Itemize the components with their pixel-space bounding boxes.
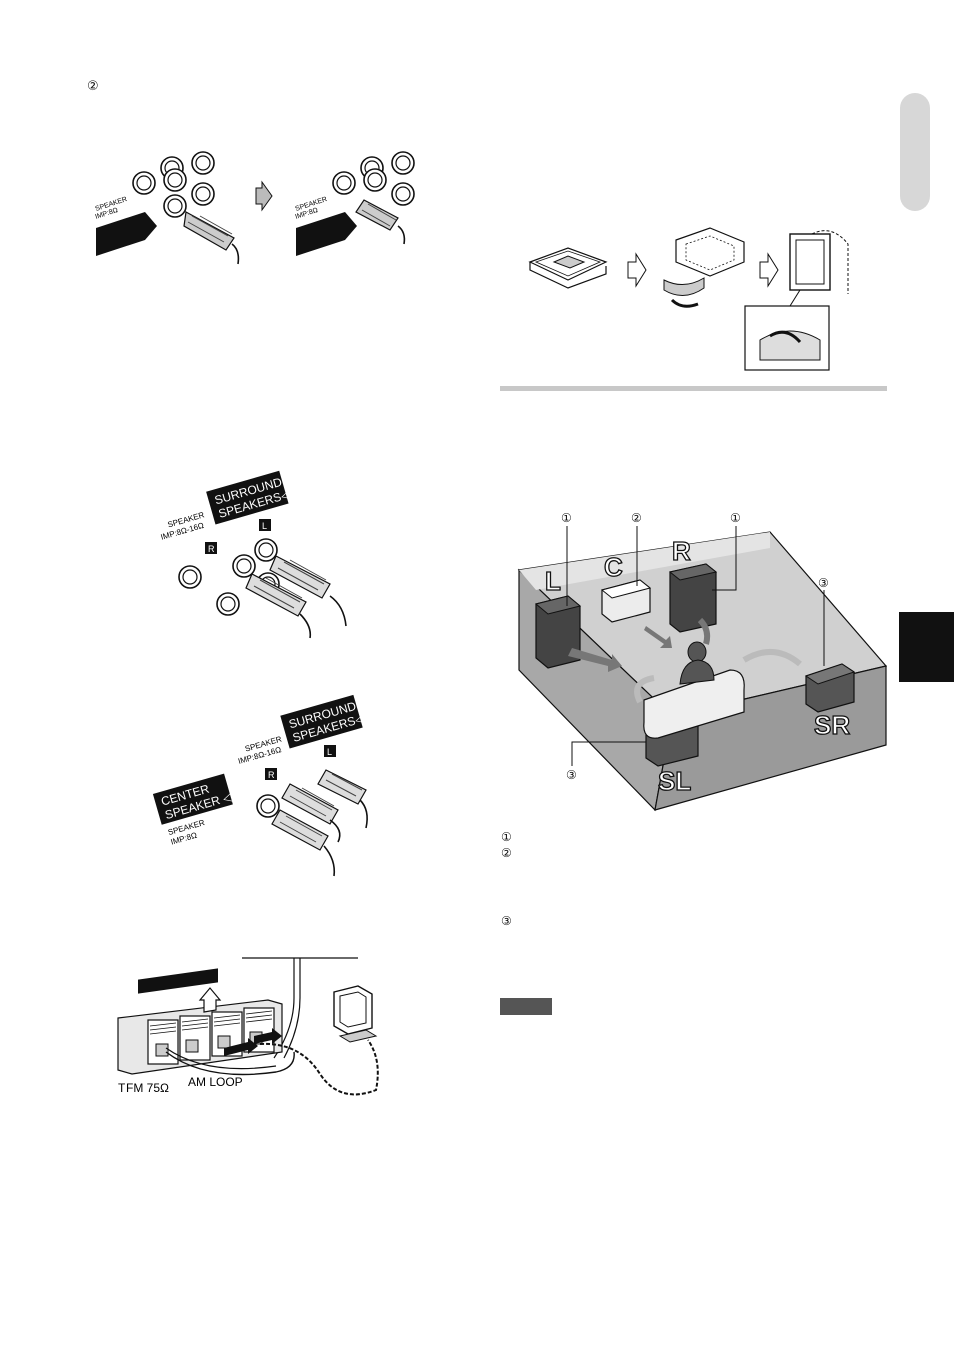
speaker-imp-2: IMP:8Ω <box>294 207 319 221</box>
ground-icon: T <box>118 1081 126 1095</box>
center-surround-title-2: SPEAKERS◁ <box>291 711 367 745</box>
step-arrow-icon <box>255 180 273 212</box>
center-surround-spec-1: SPEAKER <box>244 734 283 753</box>
center-title-1: CENTER <box>160 782 212 809</box>
am-label: AM LOOP <box>188 1075 243 1089</box>
speaker-label-c: C <box>604 552 623 582</box>
callout-1a: ① <box>561 511 572 525</box>
center-spec-2: IMP:8Ω <box>170 831 198 847</box>
section-divider <box>500 386 887 391</box>
center-tag-l: L <box>327 747 332 757</box>
callout-2: ② <box>631 511 642 525</box>
surround-tag-r: R <box>208 544 215 554</box>
speaker-label-2: SPEAKER <box>294 196 328 213</box>
center-surround-spec-2: IMP:8Ω-16Ω <box>237 745 282 766</box>
terminal-panel-after <box>296 151 415 256</box>
side-tab-top <box>900 93 930 211</box>
speaker-label-sl: SL <box>658 766 691 796</box>
center-spec-1: SPEAKER <box>167 818 206 837</box>
callout-3b: ③ <box>566 768 577 782</box>
speaker-label-sr: SR <box>814 710 850 740</box>
terminal-panel-before <box>96 151 240 265</box>
callout-1b: ① <box>730 511 741 525</box>
step-arrow-icon-2 <box>627 252 647 288</box>
speaker-label-l: L <box>545 566 561 596</box>
legend-marker-1: ① <box>501 830 512 844</box>
speaker-imp-1: IMP:8Ω <box>94 207 119 221</box>
side-tab-chapter <box>899 612 954 682</box>
surround-spec-1: SPEAKER <box>167 510 206 529</box>
center-title-2: SPEAKER ◁ <box>163 789 234 822</box>
legend-marker-2: ② <box>501 846 512 860</box>
legend-marker-3: ③ <box>501 914 512 928</box>
surround-title-2: SPEAKERS◁ <box>217 487 293 521</box>
fm-label: FM 75Ω <box>126 1081 169 1095</box>
callout-3a: ③ <box>818 576 829 590</box>
speaker-label-1: SPEAKER <box>94 196 128 213</box>
push-up-arrow-icon <box>198 987 222 1013</box>
surround-spec-2: IMP:8Ω-16Ω <box>160 521 205 542</box>
center-tag-r: R <box>268 770 275 780</box>
antenna-title: ANTENN <box>149 991 196 1009</box>
center-surround-title-1: SURROUND <box>287 699 358 732</box>
speaker-label-r: R <box>672 536 691 566</box>
note-badge <box>500 998 552 1015</box>
step-marker: ② <box>87 79 99 94</box>
surround-title-1: SURROUND <box>213 475 284 508</box>
surround-tag-l: L <box>262 521 267 531</box>
